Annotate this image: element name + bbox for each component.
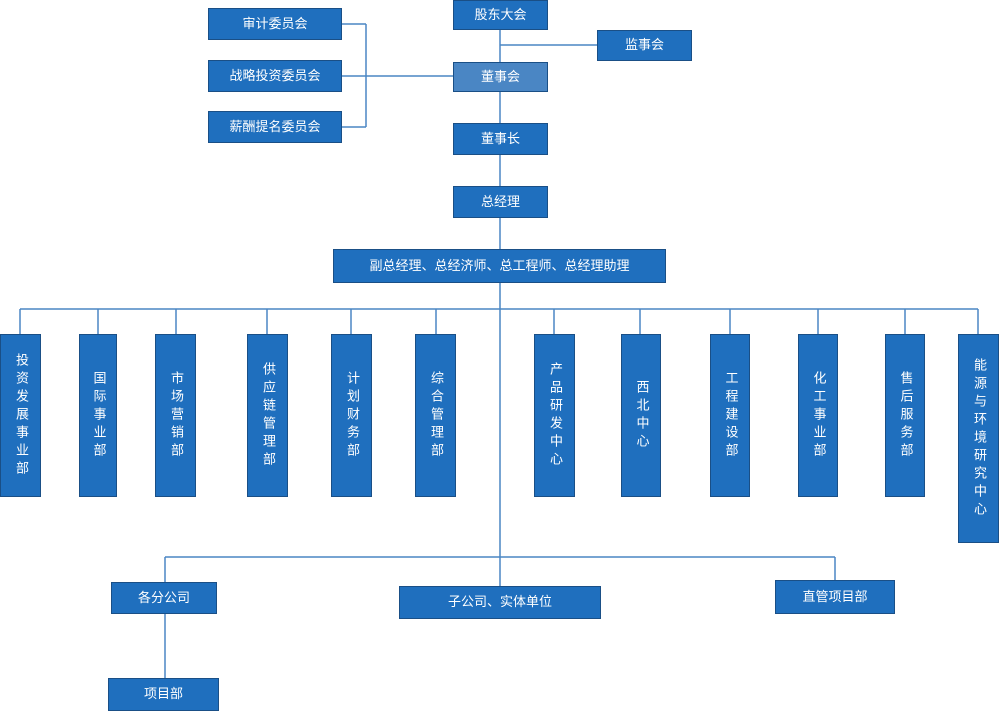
shareholders-box: 股东大会 xyxy=(453,0,548,30)
department-box: 能源与环境研究中心 xyxy=(958,334,999,543)
department-box: 西北中心 xyxy=(621,334,661,497)
supervisors-box: 监事会 xyxy=(597,30,692,61)
department-box: 市场营销部 xyxy=(155,334,196,497)
department-box: 综合管理部 xyxy=(415,334,456,497)
department-box: 计划财务部 xyxy=(331,334,372,497)
department-box: 产品研发中心 xyxy=(534,334,575,497)
deputies-box: 副总经理、总经济师、总工程师、总经理助理 xyxy=(333,249,666,283)
general-manager-box: 总经理 xyxy=(453,186,548,218)
direct-projects-box: 直管项目部 xyxy=(775,580,895,614)
department-box: 供应链管理部 xyxy=(247,334,288,497)
department-box: 投资发展事业部 xyxy=(0,334,41,497)
department-box: 化工事业部 xyxy=(798,334,838,497)
branches-box: 各分公司 xyxy=(111,582,217,614)
committee-box: 薪酬提名委员会 xyxy=(208,111,342,143)
subsidiaries-box: 子公司、实体单位 xyxy=(399,586,601,619)
department-box: 国际事业部 xyxy=(79,334,117,497)
projects-box: 项目部 xyxy=(108,678,219,711)
chairman-box: 董事长 xyxy=(453,123,548,155)
board-box: 董事会 xyxy=(453,62,548,92)
committee-box: 审计委员会 xyxy=(208,8,342,40)
committee-box: 战略投资委员会 xyxy=(208,60,342,92)
department-box: 工程建设部 xyxy=(710,334,750,497)
department-box: 售后服务部 xyxy=(885,334,925,497)
